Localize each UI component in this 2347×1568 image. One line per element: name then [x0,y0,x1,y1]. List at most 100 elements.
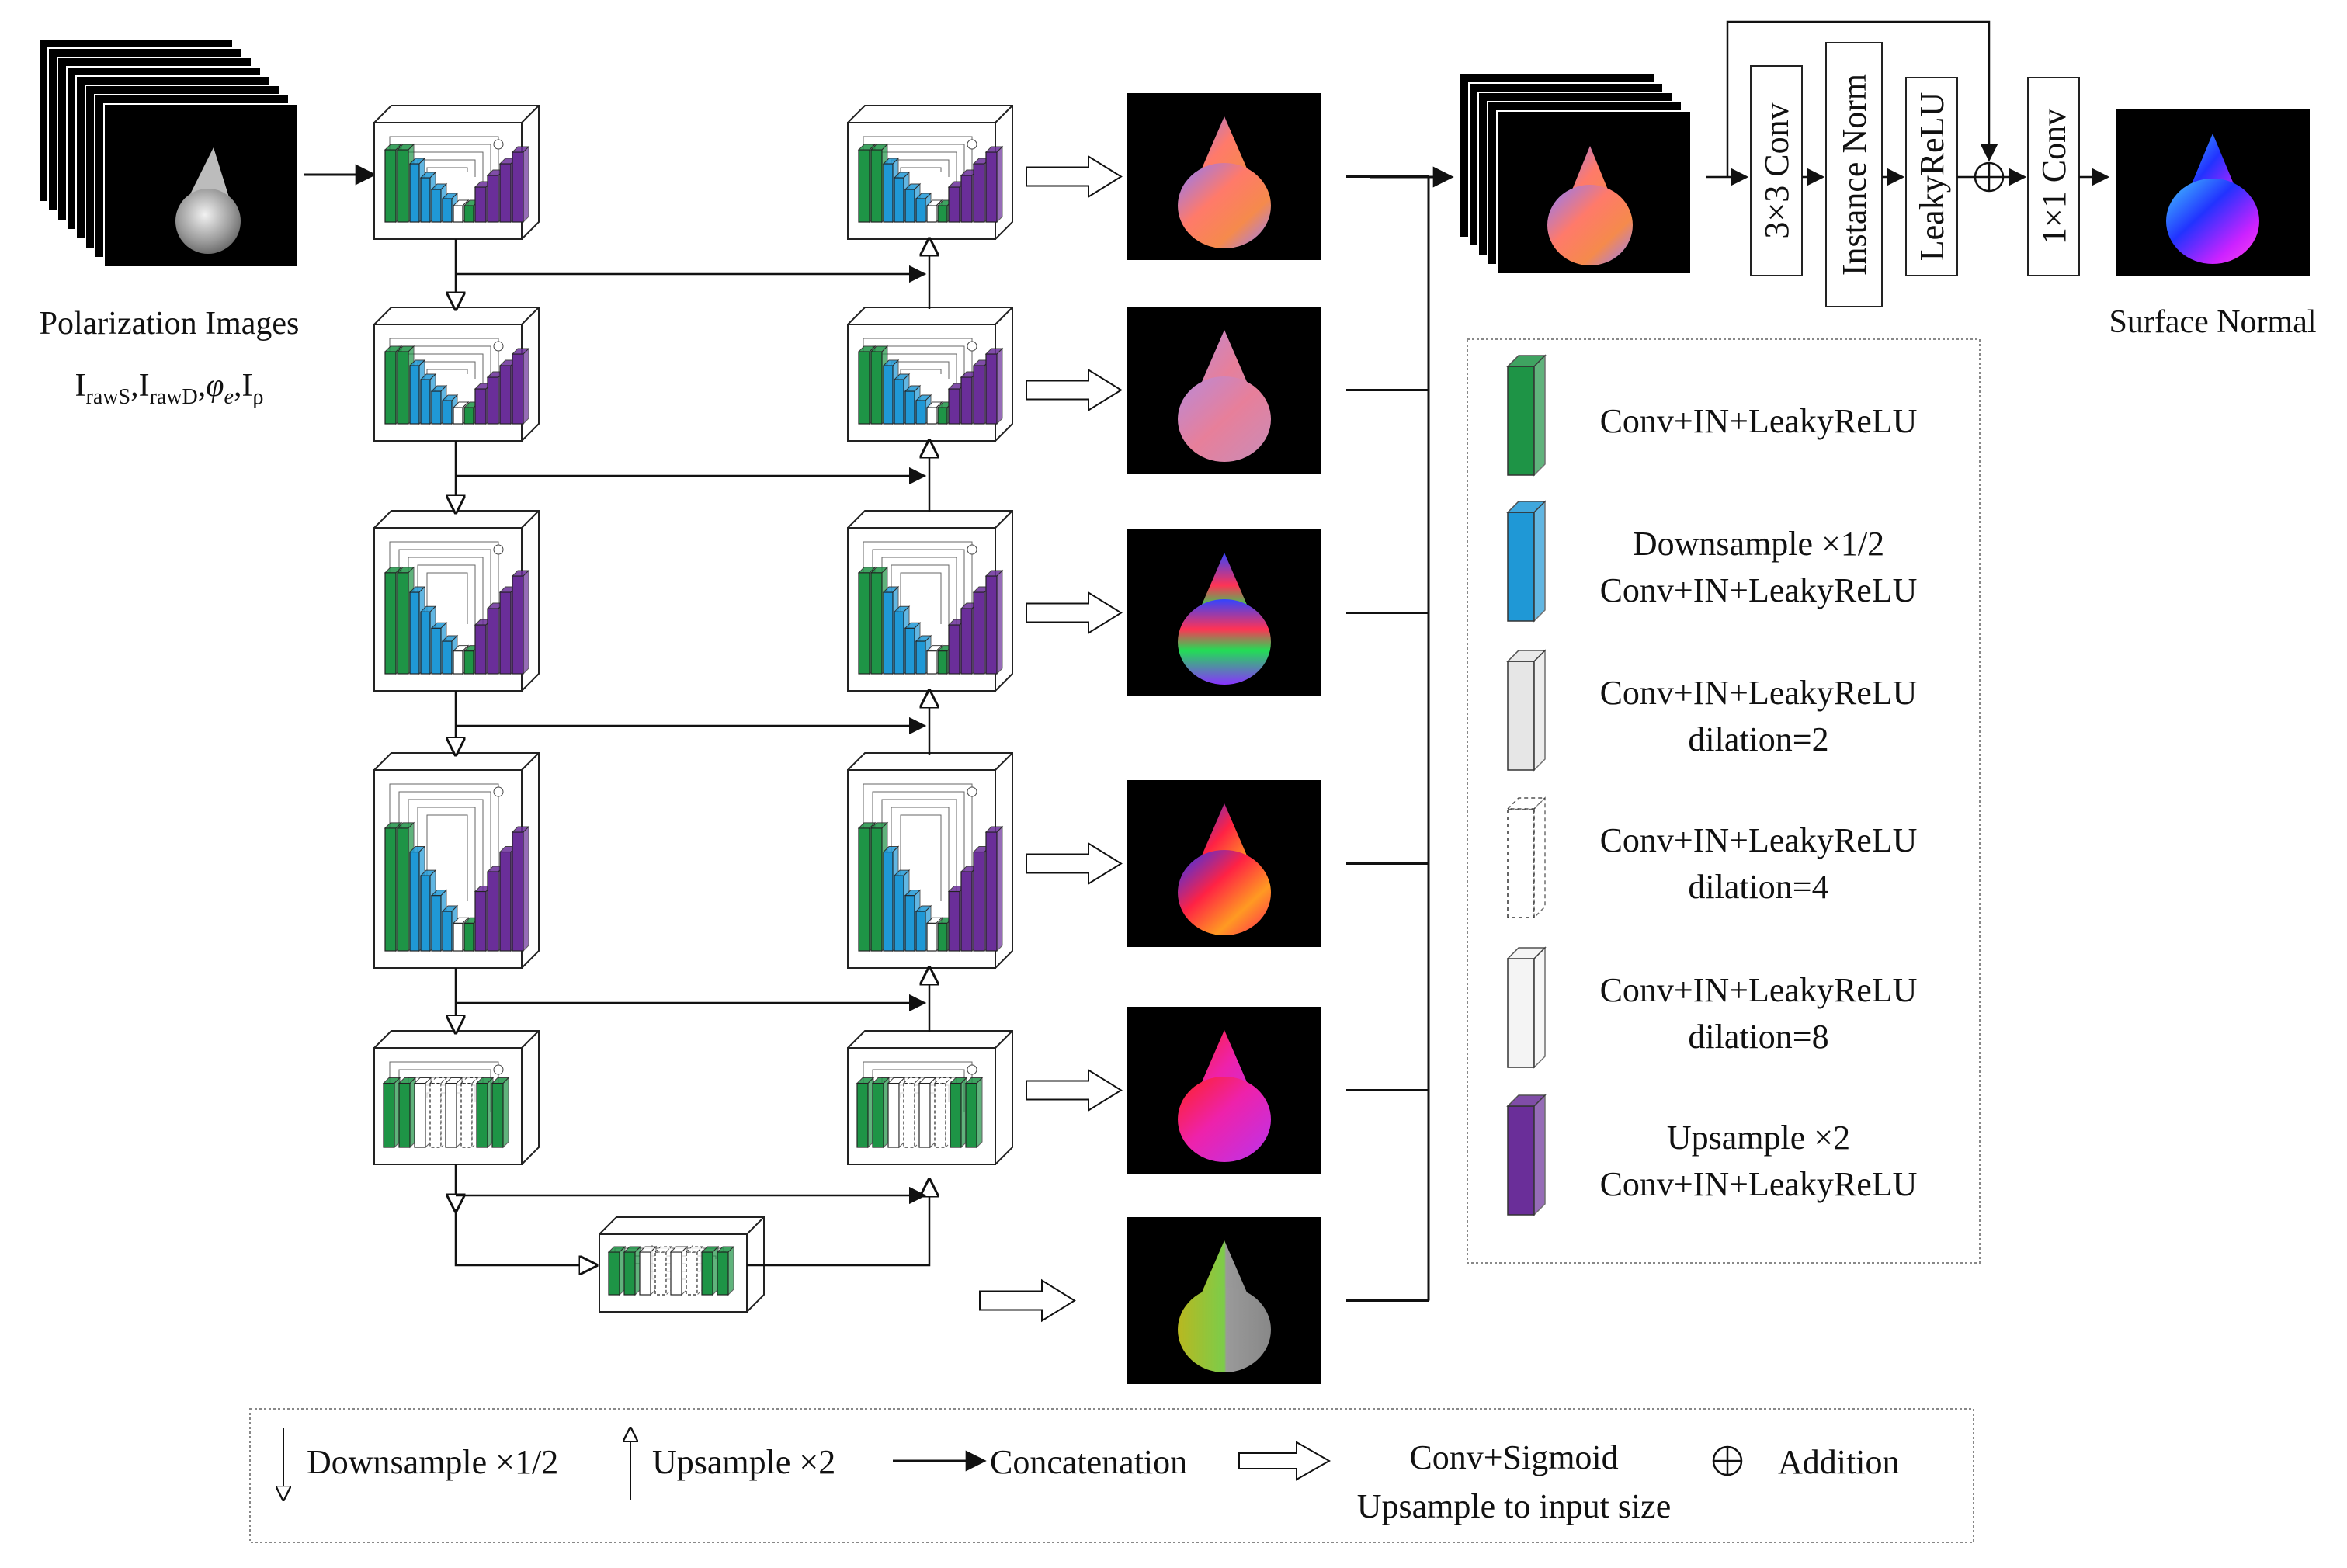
input-image-stack [38,38,299,268]
conv-sigmoid-arrow [979,1278,1076,1323]
layer-bar [654,1245,673,1296]
side-output-normal-map [1026,1007,1429,1174]
side-outputs [979,93,1454,1384]
encoder-block [373,752,540,969]
legend-item-label: Conv+IN+LeakyReLU [1600,1165,1918,1203]
input-symbol-sep: , [130,368,139,404]
legend-item-label: dilation=2 [1688,720,1828,758]
surface-normal-label: Surface Normal [2109,304,2316,340]
conv-sigmoid-arrow [1026,841,1123,886]
layer-bar [902,1077,922,1149]
side-output-normal-map [1026,529,1429,696]
legend-item-label: Upsample ×2 [1667,1119,1850,1157]
layer-bar [429,1077,448,1149]
layer-bar [398,1077,417,1149]
input-symbol-base: φ [206,368,224,404]
surface-normal-output [2116,109,2310,276]
conv-sigmoid-arrow [1026,368,1123,412]
encoder-block [373,105,540,240]
head-op-box [1905,77,1958,276]
legend-downsample-label: Downsample ×1/2 [307,1443,558,1481]
decoder-block [847,1030,1013,1165]
layer-bar [700,1245,720,1296]
encoder-block [373,307,540,442]
layer-bar [933,1077,953,1149]
input-symbol-base: I [139,368,150,404]
layer-bar [964,1077,984,1149]
layer-bar [511,145,530,224]
legend-item-label: Conv+IN+LeakyReLU [1600,674,1918,712]
legend-item-label: Downsample ×1/2 [1633,525,1884,563]
side-output-normal-map [1026,93,1429,260]
input-symbol-sep: , [234,368,242,404]
layer-bar [904,621,922,675]
legend-item: Conv+IN+LeakyReLU [1506,354,1918,477]
input-symbol-base: I [241,368,252,404]
gnome-grayscale-image [175,147,241,254]
head-op-box [1750,65,1803,276]
layer-bar [511,825,530,952]
layer-bar [856,1077,875,1149]
conv-sigmoid-arrow [1026,154,1123,199]
legend-item-label: Conv+IN+LeakyReLU [1600,402,1918,440]
legend-item: Upsample ×2 Conv+IN+LeakyReLU [1506,1094,1918,1216]
head-op-label: 1×1 Conv [2035,109,2073,245]
head-op-box [1825,42,1883,307]
layer-bar [984,347,1004,425]
layer-bar [413,1077,432,1149]
layer-bar [444,1077,463,1149]
layer-bar [511,569,530,675]
input-title: Polarization Images [40,306,300,342]
layer-bar [716,1245,735,1296]
encoder-blocks [373,105,540,1165]
connectors [456,239,929,1265]
layer-bar [984,825,1004,952]
side-output-normal-map [1026,780,1429,947]
legend-item-label: Conv+IN+LeakyReLU [1600,571,1918,609]
encoder-block [373,1030,540,1165]
bottom-legend-panel [249,1408,1974,1543]
layer-bar [984,569,1004,675]
legend-conv-sigmoid-line2: Upsample to input size [1357,1487,1672,1525]
legend-conv-sigmoid-line1: Conv+Sigmoid [1409,1438,1618,1476]
decoder-block [847,510,1013,692]
head-op-label: 3×3 Conv [1758,102,1796,238]
legend-item: Conv+IN+LeakyReLU dilation=2 [1506,649,1918,772]
layer-bar [638,1245,658,1296]
layer-bar [491,1077,510,1149]
layer-bar [949,1077,968,1149]
side-output-normal-map [1026,307,1429,474]
layer-bar [918,1077,937,1149]
input-symbol-sub: rawD [150,385,198,409]
encoder-block [373,510,540,692]
addition-icon [1712,1445,1743,1476]
layer-bar [441,394,459,425]
input-symbol-sep: , [198,368,207,404]
legend-item-label: Conv+IN+LeakyReLU [1600,971,1918,1009]
layer-bar [669,1245,689,1296]
layer-bar [623,1245,642,1296]
layer-bar [984,145,1004,224]
input-symbol-sub: rawS [86,385,131,409]
layer-bar [475,1077,495,1149]
layer-bar [871,1077,891,1149]
layer-bar [511,347,530,425]
layer-bar [607,1245,627,1296]
head-op-label: LeakyReLU [1913,92,1951,261]
input-symbols: IrawS,IrawD,φe,Iρ [75,368,264,409]
side-output-normal-map [979,1217,1429,1384]
decoder-block [847,752,1013,969]
layer-bar [887,1077,906,1149]
fused-normal-stack [1460,74,1692,275]
decoder-blocks [847,105,1013,1165]
legend-panel [1467,338,1981,1264]
legend-item: Conv+IN+LeakyReLU dilation=8 [1506,946,1918,1069]
legend-concat-label: Concatenation [990,1443,1187,1481]
legend-item-label: dilation=8 [1688,1018,1828,1056]
legend-item-label: dilation=4 [1688,868,1828,906]
input-symbol-sub: e [224,385,234,409]
